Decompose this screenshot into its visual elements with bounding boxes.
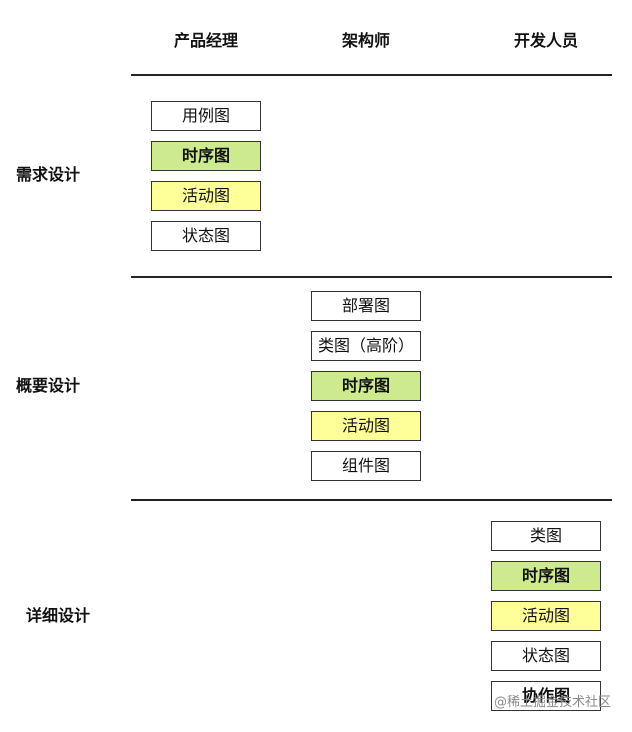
header-divider-line bbox=[131, 74, 612, 76]
diagram-box-sequence: 时序图 bbox=[491, 561, 601, 591]
diagram-box-component: 组件图 bbox=[311, 451, 421, 481]
diagram-box-deployment: 部署图 bbox=[311, 291, 421, 321]
diagram-box-sequence: 时序图 bbox=[311, 371, 421, 401]
row-header-requirements: 需求设计 bbox=[16, 165, 81, 184]
diagram-box-class: 类图 bbox=[491, 521, 601, 551]
diagram-box-activity: 活动图 bbox=[151, 181, 261, 211]
diagram-box-activity: 活动图 bbox=[311, 411, 421, 441]
diagram-box-activity: 活动图 bbox=[491, 601, 601, 631]
column-header-product-manager: 产品经理 bbox=[173, 31, 238, 50]
row-header-detailed: 详细设计 bbox=[26, 606, 91, 625]
section-divider-line bbox=[131, 276, 612, 278]
diagram-box-collaboration: 协作图 bbox=[491, 681, 601, 711]
column-header-developer: 开发人员 bbox=[513, 31, 578, 50]
diagram-box-state: 状态图 bbox=[151, 221, 261, 251]
section-divider-line bbox=[131, 499, 612, 501]
diagram-box-sequence: 时序图 bbox=[151, 141, 261, 171]
column-header-architect: 架构师 bbox=[341, 31, 390, 50]
diagram-box-class-high-level: 类图（高阶） bbox=[311, 331, 421, 361]
diagram-box-state: 状态图 bbox=[491, 641, 601, 671]
diagram-box-use-case: 用例图 bbox=[151, 101, 261, 131]
row-header-overview: 概要设计 bbox=[16, 376, 81, 395]
watermark-text: @稀土掘金技术社区 bbox=[494, 695, 612, 710]
